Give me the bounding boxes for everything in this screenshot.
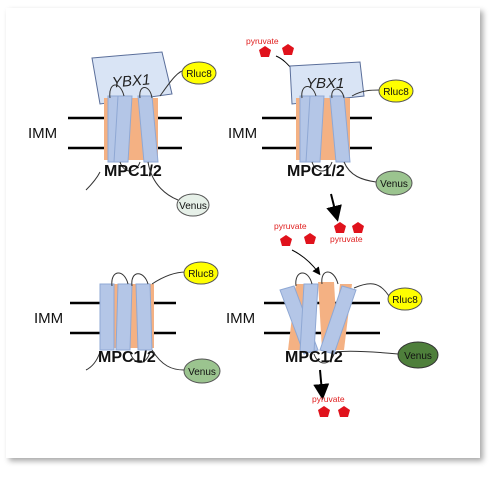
pyruvate-exit-arrow — [326, 193, 342, 222]
pyruvate-molecule — [304, 233, 316, 244]
pyruvate-label: pyruvate — [330, 234, 363, 244]
mpc-helix-blue-3 — [137, 95, 159, 163]
pyruvate-molecule — [259, 46, 271, 57]
mpc-helix-blue-1 — [99, 283, 115, 351]
rluc8-linker — [151, 271, 187, 285]
imm-label: IMM — [228, 125, 257, 142]
ybx1-label: YBX1 — [111, 71, 151, 91]
mpc-helix-blue-3 — [135, 283, 153, 351]
ybx1-label: YBX1 — [306, 75, 344, 92]
mpc-loops-bottom — [85, 351, 151, 371]
mpc-helix-blue-2 — [115, 283, 133, 351]
mpc-label: MPC1/2 — [98, 349, 156, 366]
imm-label: IMM — [28, 125, 57, 142]
mpc-helix-blue-2 — [305, 95, 325, 163]
mpc-loops-top — [295, 271, 339, 287]
pyruvate-label: pyruvate — [274, 221, 307, 231]
pyruvate-molecule — [282, 44, 294, 55]
pyruvate-molecule — [318, 406, 330, 417]
venus-linker — [147, 161, 179, 201]
rluc8-label: Rluc8 — [392, 295, 418, 306]
panel-top-right: IMM pyruvate YBX1 MPC1/2 Rluc8 Venus pyr… — [228, 36, 414, 244]
mpc-loops-bottom — [311, 161, 333, 172]
venus-protein — [397, 341, 439, 369]
imm-label: IMM — [226, 310, 255, 327]
venus-linker — [151, 349, 185, 371]
panel-bottom-right: IMM pyruvate MPC1/2 Rluc8 Venus pyruvate — [226, 221, 439, 417]
rluc8-protein — [181, 61, 217, 85]
rluc8-label: Rluc8 — [188, 269, 214, 280]
venus-label: Venus — [380, 179, 408, 190]
panel-top-left: IMM YBX1 MPC1/2 Rluc8 Venus — [28, 51, 217, 217]
venus-protein — [375, 170, 413, 196]
mpc-helix-blue-2 — [299, 283, 319, 353]
rluc8-protein — [378, 79, 414, 103]
pyruvate-entry-arrow — [291, 249, 321, 276]
mpc-loops-top — [301, 86, 345, 99]
mpc-label: MPC1/2 — [285, 349, 343, 366]
rluc8-protein — [387, 287, 423, 311]
rluc8-label: Rluc8 — [186, 69, 212, 80]
pyruvate-molecule — [280, 235, 292, 246]
rluc8-linker — [353, 283, 391, 299]
panel-bottom-left: IMM MPC1/2 Rluc8 Venus — [34, 261, 221, 384]
mpc-loops-bottom — [85, 161, 141, 191]
pyruvate-label: pyruvate — [312, 394, 345, 404]
mpc-loops-bottom — [313, 353, 335, 364]
rluc8-linker — [351, 89, 381, 97]
venus-label: Venus — [188, 367, 216, 378]
pyruvate-label: pyruvate — [246, 36, 279, 46]
mpc-loops-top — [109, 84, 153, 99]
venus-linker — [335, 350, 399, 355]
imm-label: IMM — [34, 310, 63, 327]
mpc-label: MPC1/2 — [287, 163, 345, 180]
pyruvate-molecule — [352, 222, 364, 233]
pyruvate-exit-arrow — [313, 369, 330, 400]
rluc8-label: Rluc8 — [383, 87, 409, 98]
figure-panel — [6, 8, 480, 458]
venus-label: Venus — [404, 351, 432, 362]
mpc-helix-blue-3 — [329, 95, 351, 163]
mpc-helix-blue-2 — [113, 95, 133, 163]
venus-protein — [183, 358, 221, 384]
venus-label: Venus — [179, 201, 207, 212]
mpc-loops-top — [111, 272, 149, 287]
pyruvate-molecule — [338, 406, 350, 417]
rluc8-protein — [183, 261, 219, 285]
pyruvate-molecule — [334, 222, 346, 233]
venus-linker — [343, 161, 377, 183]
venus-protein — [176, 193, 210, 217]
mpc-label: MPC1/2 — [104, 163, 162, 180]
ybx1-protein — [289, 61, 365, 105]
ybx1-protein — [91, 51, 173, 105]
